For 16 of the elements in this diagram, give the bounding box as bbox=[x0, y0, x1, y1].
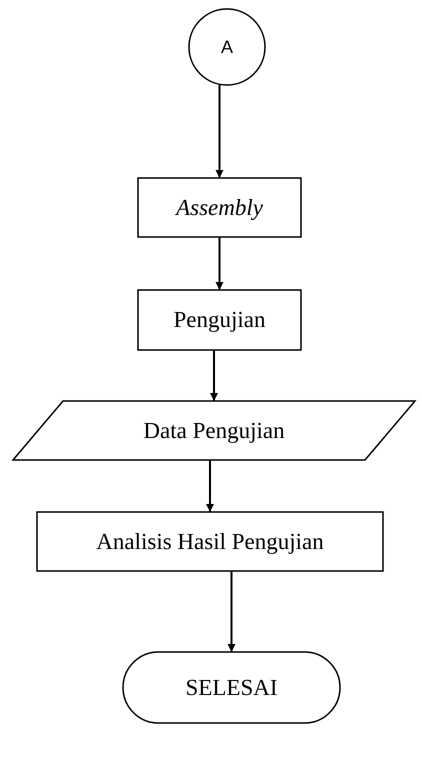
node-label: SELESAI bbox=[186, 674, 278, 700]
arrow bbox=[228, 571, 236, 652]
arrow bbox=[216, 85, 224, 178]
node-label: Pengujian bbox=[174, 307, 266, 333]
node-label: Analisis Hasil Pengujian bbox=[96, 528, 324, 554]
process-box bbox=[138, 290, 301, 350]
node-label: A bbox=[220, 36, 233, 58]
process-box bbox=[37, 512, 383, 571]
node-label: Data Pengujian bbox=[143, 418, 285, 444]
arrow bbox=[206, 460, 214, 512]
node-label: Assembly bbox=[176, 194, 263, 220]
arrow bbox=[210, 350, 218, 401]
process-box bbox=[138, 178, 301, 237]
connector-circle bbox=[189, 9, 265, 85]
data-parallelogram bbox=[13, 401, 415, 460]
arrow bbox=[216, 237, 224, 290]
